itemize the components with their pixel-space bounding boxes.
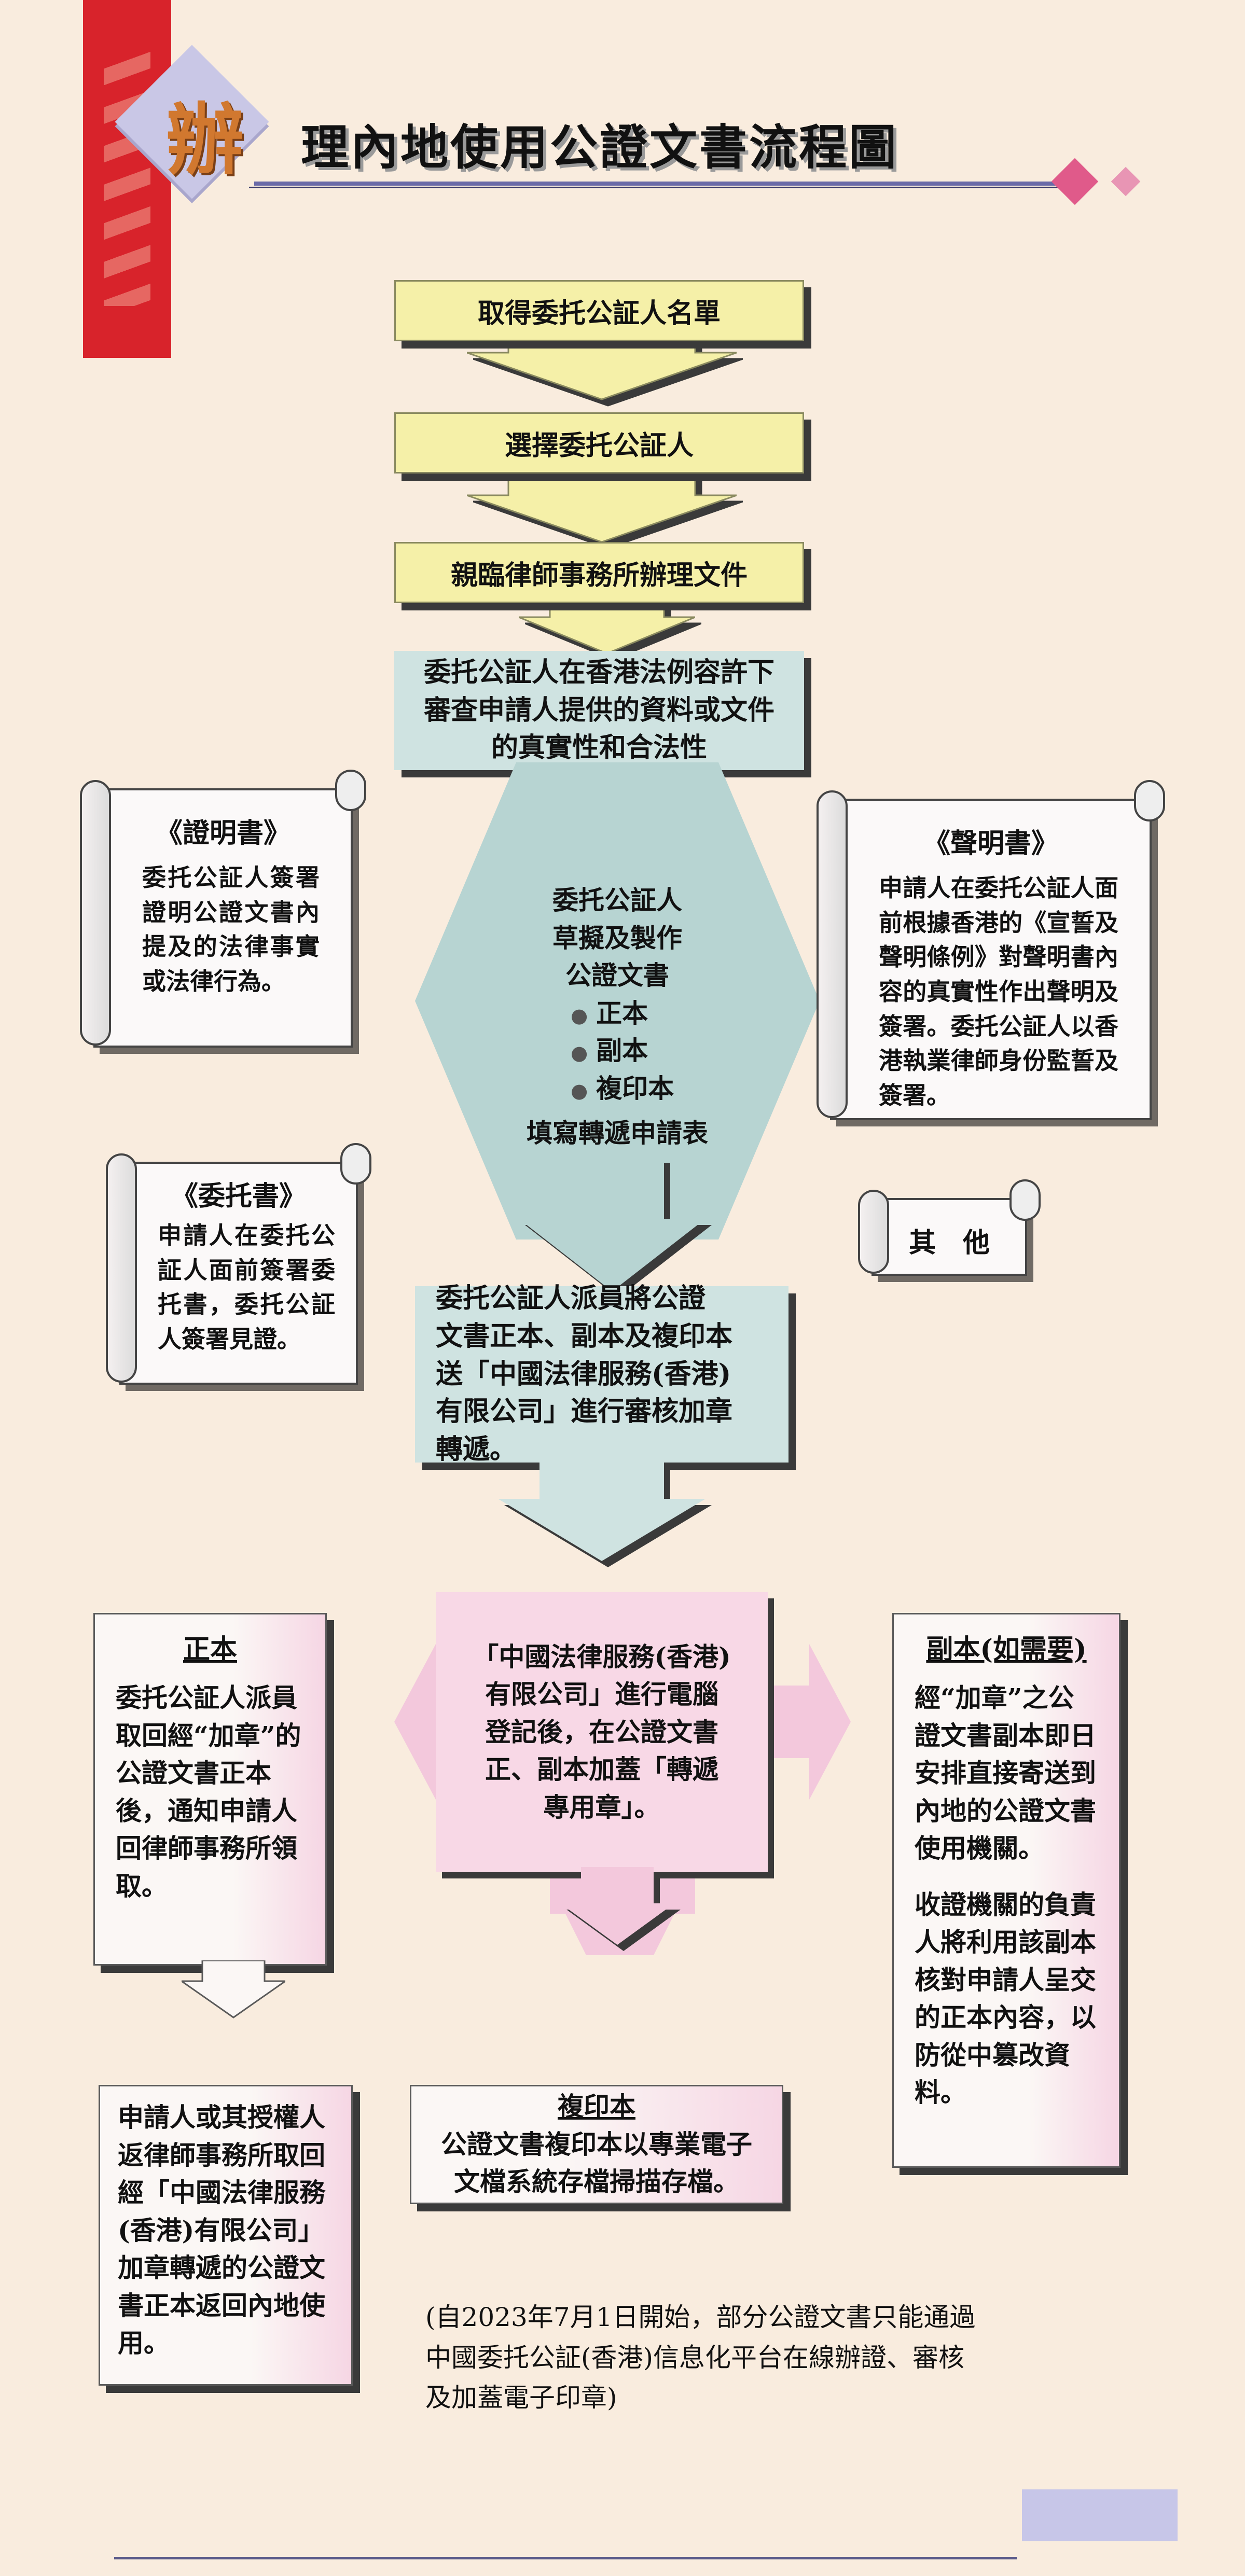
others-scroll: 其 他 [858,1179,1041,1276]
duplicate-branch: 副本(如需要) 經“加章”之公證文書副本即日安排直接寄送到內地的公證文書使用機關… [892,1613,1120,2168]
title-underline-shadow [249,187,1089,188]
send-line: 送「中國法律服務(香港) [436,1358,731,1390]
list-item: 正本 [571,995,820,1033]
collect-body: 申請人或其授權人返律師事務所取回經「中國法律服務(香港)有限公司」加章轉遞的公證… [118,2102,325,2358]
collect-original-box: 申請人或其授權人返律師事務所取回經「中國法律服務(香港)有限公司」加章轉遞的公證… [99,2085,353,2386]
pink-diamond-decor-small [1111,166,1141,197]
arrow-down-8 [182,1960,285,2018]
hex-line: 公證文書 [565,960,669,991]
duplicate-title: 副本(如需要) [926,1634,1087,1665]
list-item: 副本 [571,1032,820,1070]
draft-documents-text: 委托公証人 草擬及製作 公證文書 正本 副本 複印本 填寫轉遞申請表 [415,882,820,1152]
arrow-down-6 [498,1457,706,1561]
certificate-title: 《證明書》 [155,817,290,849]
pink-diamond-decor [1051,158,1099,205]
copy-title: 複印本 [558,2091,635,2122]
page-title: 理內地使用公證文書流程圖 [301,119,899,175]
arrow-down-3 [519,596,695,655]
arrow-down-5 [519,1157,706,1291]
document-types-list: 正本 副本 複印本 [571,995,820,1108]
declaration-body: 申請人在委托公証人面前根據香港的《宣誓及聲明條例》對聲明書內容的真實性作出聲明及… [879,874,1118,1110]
note-line: (自2023年7月1日開始，部分公證文書只能通過 [425,2302,976,2332]
duplicate-body-2: 收證機關的負責人將利用該副本核對申請人呈交的正本內容，以防從中篡改資料。 [915,1889,1096,2108]
copy-line: 文檔系統存檔掃描存檔。 [454,2166,739,2197]
declaration-scroll: 《聲明書》 申請人在委托公証人面前根據香港的《宣誓及聲明條例》對聲明書內容的真實… [817,780,1165,1120]
stamp-line: 「中國法律服務(香港) [473,1641,731,1672]
arrow-down-7 [560,1867,674,1945]
send-line: 文書正本、副本及複印本 [436,1320,733,1352]
note-line: 及加蓋電子印章) [425,2383,617,2413]
note-line: 中國委托公証(香港)信息化平台在線辦證、審核 [425,2342,965,2373]
original-branch: 正本 委托公証人派員取回經“加章”的公證文書正本後，通知申請人回律師事務所領取。 [93,1613,327,1966]
original-body: 委托公証人派員取回經“加章”的公證文書正本後，通知申請人回律師事務所領取。 [116,1682,301,1901]
effective-date-note: (自2023年7月1日開始，部分公證文書只能通過 中國委托公証(香港)信息化平台… [425,2297,975,2418]
step-select-notary: 選擇委托公証人 [394,412,804,474]
stamp-process-box: 「中國法律服務(香港) 有限公司」進行電腦 登記後，在公證文書 正、副本加蓋「轉… [436,1592,768,1872]
entrustment-body: 申請人在委托公証人面前簽署委托書，委托公証人簽署見證。 [158,1221,335,1354]
list-item: 複印本 [571,1070,820,1108]
stamp-line: 正、副本加蓋「轉遞 [485,1754,718,1785]
hex-line: 草擬及製作 [552,922,682,953]
stamp-line: 有限公司」進行電腦 [485,1679,718,1710]
send-line: 有限公司」進行審核加章 [436,1396,733,1428]
title-initial: 辦 [166,94,244,186]
others-title: 其 他 [908,1227,990,1259]
send-line: 轉遞。 [436,1433,517,1466]
certificate-scroll: 《證明書》 委托公証人簽署證明公證文書內提及的法律事實或法律行為。 [80,770,366,1048]
step-visit-law-firm: 親臨律師事務所辦理文件 [394,542,804,603]
stamp-line: 登記後，在公證文書 [485,1716,718,1747]
review-line: 審查申請人提供的資料或文件 [423,694,774,726]
footer-rule [114,2557,1017,2559]
arrow-down-2 [467,475,737,543]
step-get-notary-list: 取得委托公証人名單 [394,280,804,341]
entrustment-title: 《委托書》 [171,1180,306,1212]
step-send-for-review: 委托公証人派員將公證 文書正本、副本及複印本 送「中國法律服務(香港) 有限公司… [415,1283,789,1465]
red-decor-bar [83,0,171,358]
stamp-line: 專用章」。 [543,1791,660,1822]
step-review-documents: 委托公証人在香港法例容許下 審查申請人提供的資料或文件 的真實性和合法性 [394,651,804,770]
hex-footer: 填寫轉遞申請表 [527,1118,708,1148]
declaration-title: 《聲明書》 [923,828,1058,859]
title-underline [254,182,1084,186]
original-title: 正本 [183,1634,237,1665]
copy-branch: 複印本 公證文書複印本以專業電子 文檔系統存檔掃描存檔。 [410,2085,783,2204]
hex-line: 委托公証人 [552,885,682,915]
entrustment-scroll: 《委托書》 申請人在委托公証人面前簽署委托書，委托公証人簽署見證。 [106,1143,371,1385]
copy-line: 公證文書複印本以專業電子 [441,2128,752,2160]
review-line: 委托公証人在香港法例容許下 [423,656,774,688]
certificate-body: 委托公証人簽署證明公證文書內提及的法律事實或法律行為。 [142,864,320,996]
review-line: 的真實性和合法性 [491,732,707,764]
duplicate-body-1: 經“加章”之公證文書副本即日安排直接寄送到內地的公證文書使用機關。 [915,1682,1096,1864]
send-line: 委托公証人派員將公證 [436,1283,706,1315]
footer-block [1022,2489,1178,2541]
